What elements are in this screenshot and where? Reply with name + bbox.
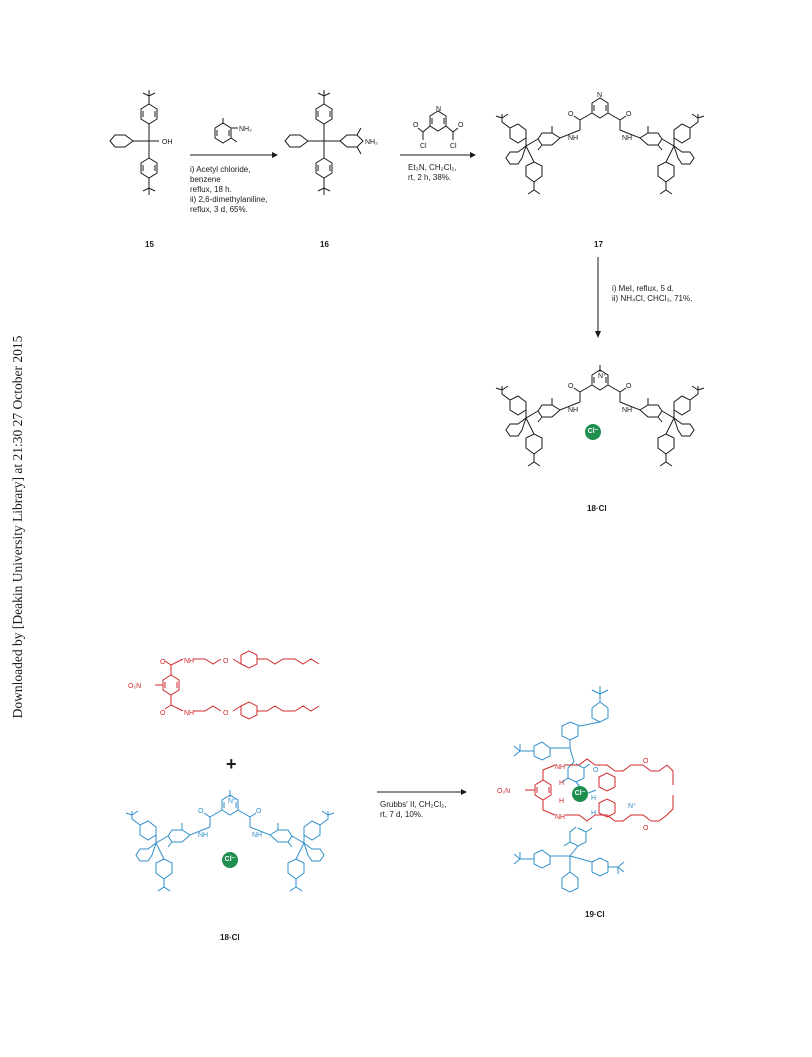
structure-18-cl: N⁺ O O NH NH: [495, 365, 705, 467]
o-red-top: O: [223, 658, 229, 665]
o-19-red-bottom: O: [643, 825, 649, 832]
no2-19-label: O₂N: [497, 788, 510, 795]
nh-blue-left: NH: [198, 832, 208, 839]
nh-18-right: NH: [622, 407, 632, 414]
reaction-arrow-2: [400, 152, 476, 158]
h-19-blue-1: H: [591, 795, 596, 802]
step-1-line-2: benzene: [190, 175, 221, 184]
nh2-reagent-label: NH₂: [239, 126, 252, 133]
nh-19-red-bottom: NH: [555, 814, 565, 821]
step-4-line-2: rt, 7 d, 10%.: [380, 810, 424, 819]
n-reagent-label: N: [436, 106, 441, 113]
nh-17-right: NH: [622, 135, 632, 142]
structure-19-cl-red-macrocycle: O₂N NH NH H H O O: [497, 758, 674, 832]
structure-15: OH: [109, 90, 173, 195]
nplus-blue-label: N⁺: [228, 798, 237, 805]
step-1-line-4: ii) 2,6-dimethylaniline,: [190, 195, 268, 204]
n-17-label: N: [597, 92, 602, 99]
o-red-carbonyl-top: O: [160, 659, 166, 666]
dimethylaniline-reagent: NH₂: [214, 118, 252, 144]
download-notice: Downloaded by [Deakin University Library…: [10, 335, 25, 719]
o-reagent-label-2: O: [458, 122, 464, 129]
reaction-arrow-4: [377, 789, 467, 795]
plus-sign: +: [226, 754, 237, 774]
o-blue-right: O: [256, 808, 262, 815]
h-19-red-2: H: [559, 798, 564, 805]
o-19-blue: O: [593, 767, 599, 774]
o-18-left: O: [568, 383, 574, 390]
o-17-left: O: [568, 111, 574, 118]
nh-18-left: NH: [568, 407, 578, 414]
compound-15-label: 15: [145, 240, 154, 249]
nh-17-left: NH: [568, 135, 578, 142]
o-18-right: O: [626, 383, 632, 390]
step-1-line-1: i) Acetyl chloride,: [190, 165, 251, 174]
compound-16-label: 16: [320, 240, 329, 249]
step-1-line-5: reflux, 3 d, 65%.: [190, 205, 248, 214]
reaction-arrow-3: [595, 257, 601, 338]
nh-blue-right: NH: [252, 832, 262, 839]
h-19-blue-2: H: [591, 810, 596, 817]
chloride-badge-18: Cl⁻: [585, 424, 601, 440]
red-bis-alkene-precursor: O₂N NH NH O O O O: [128, 650, 320, 720]
nplus-18-label: N⁺: [598, 373, 607, 380]
step-4-conditions: Grubbs' II, CH₂Cl₂, rt, 7 d, 10%.: [380, 800, 446, 820]
reaction-arrow-1: [190, 152, 278, 158]
compound-18-cl-label: 18·Cl: [587, 504, 607, 513]
chloride-badge-18b: Cl⁻: [222, 852, 238, 868]
oh-label: OH: [162, 139, 173, 146]
o-reagent-label-1: O: [413, 122, 419, 129]
compound-17-label: 17: [594, 240, 603, 249]
step-3-conditions: i) MeI, reflux, 5 d. ii) NH₄Cl, CHCl₃, 7…: [612, 284, 692, 304]
h-19-red-1: H: [559, 780, 564, 787]
o-blue-left: O: [198, 808, 204, 815]
step-1-conditions: i) Acetyl chloride, benzene reflux, 18 h…: [190, 165, 267, 215]
no2-red-label: O₂N: [128, 683, 141, 690]
cl-reagent-label-1: Cl: [420, 143, 427, 150]
step-1-line-3: reflux, 18 h.: [190, 185, 232, 194]
o-19-red-top: O: [643, 758, 649, 765]
structure-16: NH₂: [284, 90, 378, 195]
nh2-16-label: NH₂: [365, 139, 378, 146]
nh-19-red-top: NH: [555, 764, 565, 771]
o-17-right: O: [626, 111, 632, 118]
step-2-line-1: Et₃N, CH₂Cl₂,: [408, 163, 457, 172]
o-red-carbonyl-bottom: O: [160, 710, 166, 717]
nplus-19-label: N⁺: [628, 803, 637, 810]
o-red-bottom: O: [223, 710, 229, 717]
step-4-line-1: Grubbs' II, CH₂Cl₂,: [380, 800, 447, 809]
pyridine-diacid-chloride: N O O Cl Cl: [413, 106, 464, 150]
nh-red-bottom: NH: [184, 710, 194, 717]
compound-19-cl-label: 19·Cl: [585, 910, 605, 919]
step-2-line-2: rt, 2 h, 38%.: [408, 173, 452, 182]
nh-red-top: NH: [184, 658, 194, 665]
cl-reagent-label-2: Cl: [450, 143, 457, 150]
chloride-badge-19: Cl⁻: [572, 786, 588, 802]
step-3-line-1: i) MeI, reflux, 5 d.: [612, 284, 674, 293]
step-2-conditions: Et₃N, CH₂Cl₂, rt, 2 h, 38%.: [408, 163, 457, 183]
compound-18-cl-blue-label: 18·Cl: [220, 933, 240, 942]
structure-17: N O O NH NH: [495, 92, 705, 195]
step-3-line-2: ii) NH₄Cl, CHCl₃, 71%.: [612, 294, 693, 303]
structure-18-cl-blue: N⁺ O O NH NH: [125, 790, 335, 892]
